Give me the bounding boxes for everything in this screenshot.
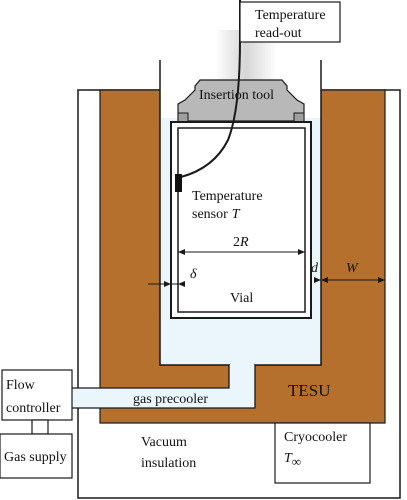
temperature-sensor-label-line1: Temperature — [192, 189, 263, 204]
temperature-sensor-symbol: T — [232, 207, 241, 222]
supply-connector — [31, 419, 49, 435]
temperature-readout-label-line1: Temperature — [255, 8, 326, 23]
tesu-label: TESU — [288, 381, 331, 400]
gas-supply-label: Gas supply — [4, 450, 67, 465]
two-r-symbol: R — [239, 235, 249, 250]
temperature-readout-label-line2: read-out — [255, 26, 302, 41]
temperature-sensor-cable — [180, 0, 241, 178]
insertion-tool-label: Insertion tool — [199, 88, 274, 103]
vacuum-insulation-label-line2: insulation — [141, 456, 196, 471]
temperature-readout-box — [239, 1, 341, 43]
cryocooler-subscript: ∞ — [292, 454, 301, 469]
two-r-number: 2 — [233, 235, 240, 250]
w-arrow-right — [378, 277, 385, 283]
cryocooler-symbol: T — [284, 451, 293, 466]
cryocooler-label-line2: T∞ — [284, 451, 301, 469]
cavity-upper-walls — [159, 60, 322, 118]
temperature-sensor-label-line2: sensor T — [192, 207, 241, 222]
two-r-label: 2R — [233, 235, 249, 250]
flow-controller-box — [1, 369, 73, 421]
d-label: d — [311, 261, 319, 276]
vacuum-insulation-label-line1: Vacuum — [141, 435, 187, 450]
gas-supply-box — [0, 433, 73, 479]
cryocooler-label-line1: Cryocooler — [284, 430, 347, 445]
delta-arrow — [164, 281, 171, 287]
delta-arrow-inner — [178, 281, 185, 287]
vial-inner-wall — [177, 127, 306, 313]
w-arrow-left — [321, 277, 328, 283]
vacuum-vessel-outline — [77, 89, 401, 499]
flow-controller-label-line2: controller — [6, 401, 61, 416]
temperature-sensor-tip — [175, 174, 182, 192]
flow-controller-label-line1: Flow — [6, 378, 36, 393]
gas-inlet-pipe-gap — [230, 362, 254, 370]
d-arrow — [314, 277, 321, 283]
gas-precooler-label: gas precooler — [133, 392, 208, 407]
two-r-arrow-right — [298, 249, 305, 255]
delta-label: δ — [190, 267, 197, 282]
temperature-sensor-label-word: sensor — [192, 207, 228, 222]
two-r-arrow-left — [178, 249, 185, 255]
w-label: W — [346, 261, 359, 276]
cryocooler-box — [274, 422, 371, 484]
vial-label: Vial — [230, 291, 253, 306]
